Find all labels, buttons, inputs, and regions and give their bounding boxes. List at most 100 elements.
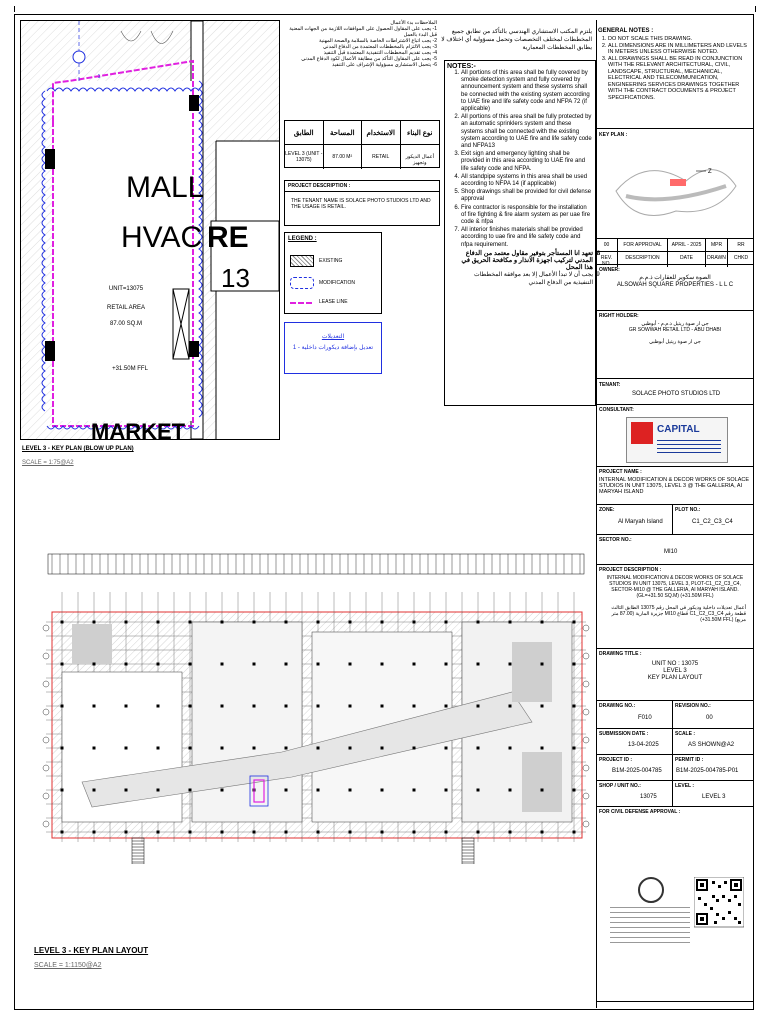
notes-box: NOTES:- All portions of this area shall … xyxy=(444,60,596,406)
column-marker xyxy=(380,788,384,792)
unit-number: UNIT=13075 xyxy=(108,286,144,292)
stamp-logo-icon xyxy=(638,877,664,903)
column-marker xyxy=(92,662,96,666)
stair xyxy=(461,837,475,865)
revision-note-title: التعديلات xyxy=(321,334,345,340)
rev-desc: FOR APPROVAL xyxy=(618,239,668,251)
column-marker xyxy=(572,620,576,624)
column-marker xyxy=(156,746,160,750)
capital-logo-text: CAPITAL xyxy=(657,424,700,435)
column-marker xyxy=(60,830,64,834)
column-marker xyxy=(348,788,352,792)
sector-section: SECTOR NO.: MI10 xyxy=(596,534,754,564)
scale-value: AS SHOWN@A2 xyxy=(688,742,735,748)
arabic-note: 5- يجب على المقاول التأكد من مطابقة الأع… xyxy=(301,56,437,62)
column-marker xyxy=(348,830,352,834)
legend-lease-swatch xyxy=(290,302,312,304)
general-notes: GENERAL NOTES : DO NOT SCALE THIS DRAWIN… xyxy=(598,28,752,101)
note-item: All standpipe systems in this area shall… xyxy=(461,174,593,188)
column-marker xyxy=(156,830,160,834)
shop-unit-value: 13075 xyxy=(640,794,657,800)
civil-defense-label: FOR CIVIL DEFENSE APPROVAL : xyxy=(599,809,681,815)
column-marker xyxy=(444,704,448,708)
drawing-title-line: LEVEL 3 xyxy=(663,668,687,674)
column-marker xyxy=(220,620,224,624)
stamp-text-lines xyxy=(610,907,690,943)
column-marker xyxy=(444,620,448,624)
column-marker xyxy=(508,746,512,750)
sheet-ticks xyxy=(14,6,756,12)
info-table: الطابق المساحة الاستخدام نوع البناء LEVE… xyxy=(284,120,440,169)
sector-label: SECTOR NO.: xyxy=(599,537,632,543)
note-item: All interior finishes materials shall be… xyxy=(461,227,593,249)
column-marker xyxy=(284,662,288,666)
column-marker xyxy=(284,620,288,624)
column-marker xyxy=(476,830,480,834)
column-marker xyxy=(284,704,288,708)
partial-label: RE xyxy=(207,221,249,254)
project-description: PROJECT DESCRIPTION : THE TENANT NAME IS… xyxy=(284,180,440,226)
right-holder-name: GR SOWWAH RETAIL LTD - ABU DHABI xyxy=(628,327,722,333)
arabic-note: 1- يجب على المقاول الحصول على الموافقات … xyxy=(289,26,437,38)
drawing-title-line: UNIT NO : 13075 xyxy=(651,661,699,667)
project-id-divider xyxy=(672,755,673,781)
column-marker xyxy=(540,788,544,792)
grid-bubble xyxy=(42,792,50,800)
column-marker xyxy=(92,620,96,624)
grid-bubble xyxy=(42,736,50,744)
column-marker xyxy=(540,662,544,666)
column-marker xyxy=(252,830,256,834)
qr-code-graphic xyxy=(693,876,745,928)
column-marker xyxy=(316,830,320,834)
info-header-type: نوع البناء xyxy=(400,121,439,145)
column-marker xyxy=(380,746,384,750)
column-marker xyxy=(156,788,160,792)
column-marker xyxy=(412,830,416,834)
column-marker xyxy=(156,662,160,666)
grid-bubble xyxy=(582,820,590,828)
column-marker xyxy=(476,788,480,792)
drawing-title-label: DRAWING TITLE : xyxy=(599,651,642,657)
hvac-label: HVAC xyxy=(121,221,203,254)
info-header-area: المساحة xyxy=(323,121,362,145)
column-marker xyxy=(572,746,576,750)
drawing-no-label: DRAWING NO.: xyxy=(599,703,636,709)
column-marker xyxy=(220,704,224,708)
grid-bubble xyxy=(42,624,50,632)
revision-no-value: 00 xyxy=(706,715,713,721)
column-marker xyxy=(412,788,416,792)
grid-bubble xyxy=(42,708,50,716)
rev-drawn: MPR xyxy=(706,239,728,251)
column-marker xyxy=(188,788,192,792)
column-marker xyxy=(252,746,256,750)
note-item: Fire contractor is responsible for the i… xyxy=(461,205,593,227)
legend: LEGEND : EXISTING MODIFICATION LEASE LIN… xyxy=(284,232,382,314)
column-marker xyxy=(444,830,448,834)
civil-defense-stamp xyxy=(610,877,690,947)
column-marker xyxy=(572,830,576,834)
submission-divider xyxy=(672,729,673,755)
blowup-title: LEVEL 3 - KEY PLAN (BLOW UP PLAN) xyxy=(22,446,134,452)
title-block xyxy=(596,20,754,1008)
column-marker xyxy=(124,662,128,666)
column-marker xyxy=(316,746,320,750)
column-marker xyxy=(444,788,448,792)
info-header-floor: الطابق xyxy=(285,121,324,145)
column-marker xyxy=(92,704,96,708)
rev-date: APRIL - 2025 xyxy=(668,239,706,251)
arabic-note: 3- يجب الالتزام بالمخططات المعتمدة من ال… xyxy=(323,44,437,50)
zone-plot-divider xyxy=(672,505,673,535)
column-marker xyxy=(348,704,352,708)
column-marker xyxy=(540,746,544,750)
right-holder-arabic: جي ار صوة ريتيل ذ.م.م - أبوظبي xyxy=(641,321,709,327)
rev-chkd: RR xyxy=(737,242,745,248)
grid-bubble xyxy=(42,652,50,660)
column-marker xyxy=(124,788,128,792)
column-marker xyxy=(124,620,128,624)
main-key-plan xyxy=(42,552,590,865)
column-marker xyxy=(508,830,512,834)
legend-existing-label: EXISTING xyxy=(319,258,343,264)
column-marker xyxy=(124,830,128,834)
revision-table: 00 FOR APPROVAL APRIL - 2025 MPR RR REV.… xyxy=(596,238,754,267)
column-marker xyxy=(60,788,64,792)
